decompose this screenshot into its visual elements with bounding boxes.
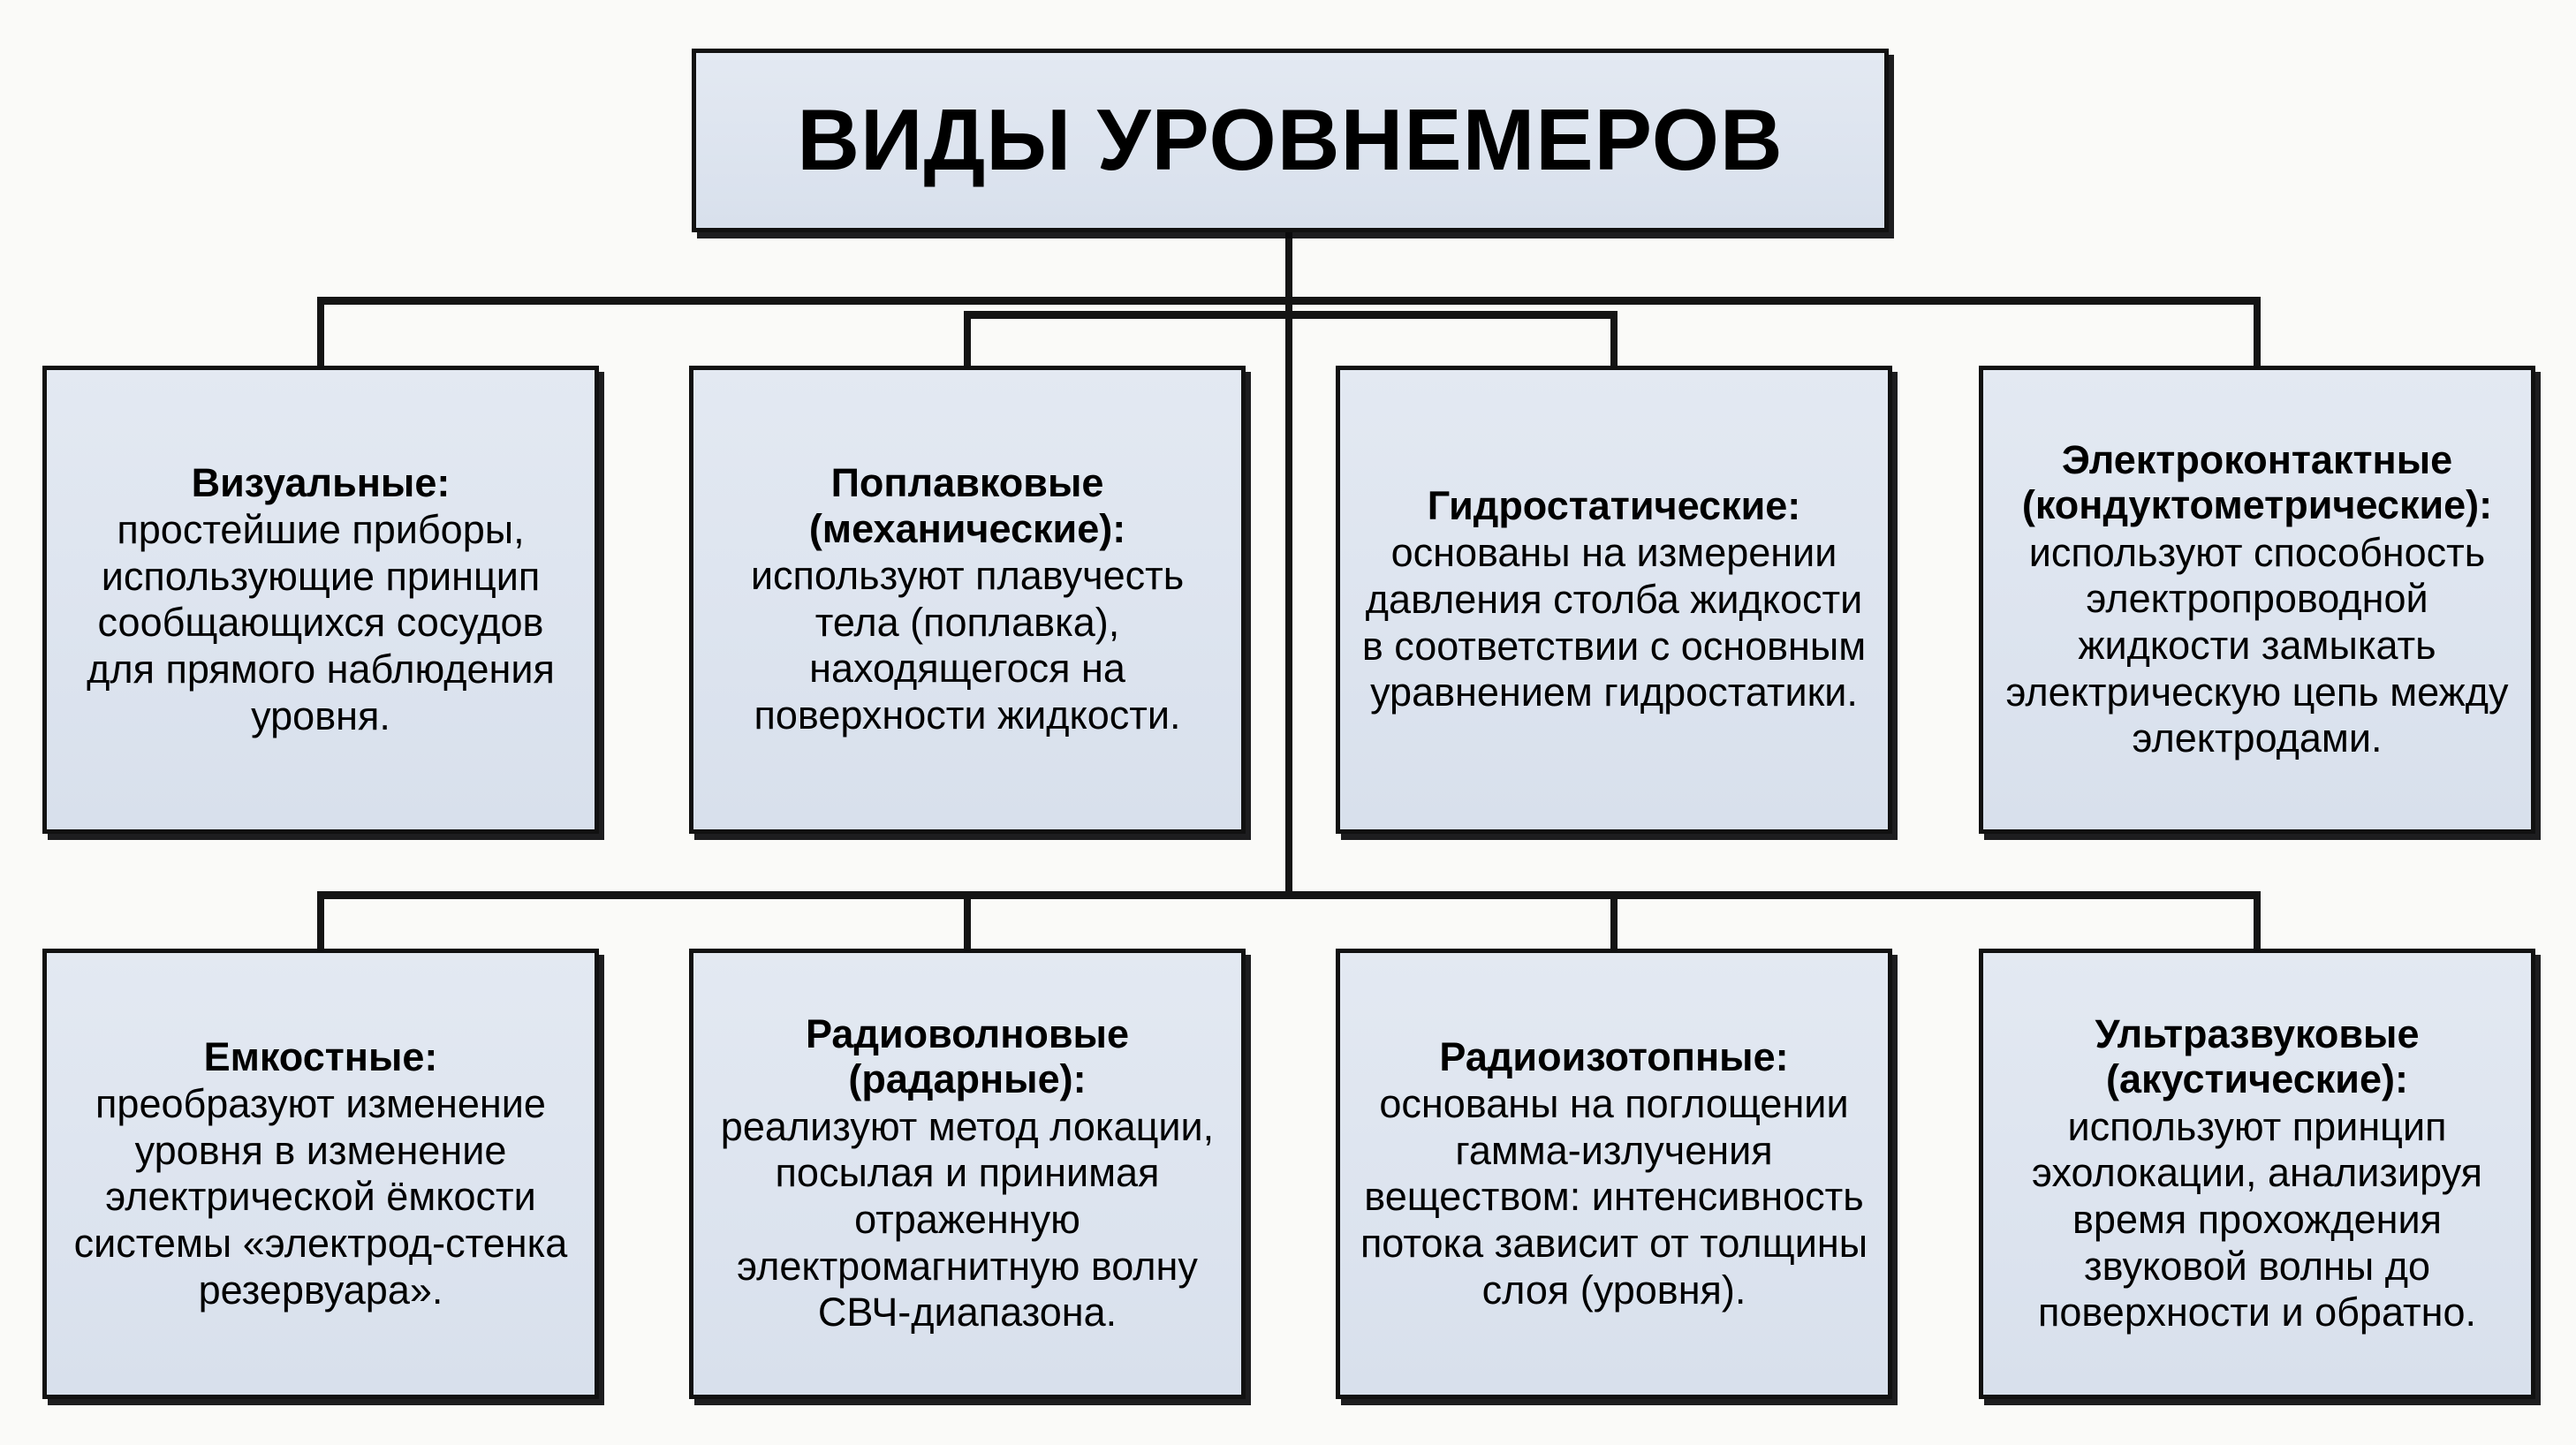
node-hydrostatic: Гидростатические: основаны на измерении … xyxy=(1336,366,1892,834)
node-visual: Визуальные: простейшие приборы, использу… xyxy=(42,366,599,834)
connector-row1-drop-3 xyxy=(1610,311,1618,369)
node-radar: Радиоволновые (радарные): реализуют мето… xyxy=(689,949,1246,1399)
node-ultrasonic-heading: Ультразвуковые (акустические): xyxy=(2095,1011,2420,1102)
node-float-body: используют плавучесть тела (поплавка), н… xyxy=(750,553,1185,738)
node-hydrostatic-body: основаны на измерении давления столба жи… xyxy=(1361,530,1867,715)
connector-row1-drop-1 xyxy=(317,297,324,369)
connector-row2-drop-1 xyxy=(317,891,324,953)
node-ultrasonic-body: используют принцип эхолокации, анализиру… xyxy=(2032,1103,2482,1335)
node-radar-heading: Радиоволновые (радарные): xyxy=(806,1011,1129,1102)
connector-row1-drop-2 xyxy=(964,311,971,369)
node-float-heading: Поплавковые (механические): xyxy=(808,460,1126,551)
connector-row2-drop-3 xyxy=(1610,891,1618,953)
node-radioisotope-heading: Радиоизотопные: xyxy=(1439,1033,1789,1079)
connector-row2-bar xyxy=(317,891,2261,899)
connector-row2-drop-4 xyxy=(2254,891,2261,953)
connector-row1-drop-4 xyxy=(2254,297,2261,369)
node-capacitive-body: преобразуют изменение уровня в изменение… xyxy=(73,1081,568,1313)
page-title: ВИДЫ УРОВНЕМЕРОВ xyxy=(797,91,1784,189)
node-ultrasonic: Ультразвуковые (акустические): использую… xyxy=(1979,949,2535,1399)
node-electrocontact-body: используют способность электропроводной … xyxy=(2005,529,2509,761)
node-radioisotope-body: основаны на поглощении гамма-излучения в… xyxy=(1360,1081,1868,1313)
node-visual-body: простейшие приборы, использующие принцип… xyxy=(87,507,555,738)
node-electrocontact: Электроконтактные (кондуктометрические):… xyxy=(1979,366,2535,834)
node-radioisotope: Радиоизотопные: основаны на поглощении г… xyxy=(1336,949,1892,1399)
diagram-title-node: ВИДЫ УРОВНЕМЕРОВ xyxy=(692,49,1889,232)
node-capacitive: Емкостные: преобразуют изменение уровня … xyxy=(42,949,599,1399)
node-hydrostatic-heading: Гидростатические: xyxy=(1427,483,1801,529)
node-float: Поплавковые (механические): используют п… xyxy=(689,366,1246,834)
node-visual-heading: Визуальные: xyxy=(191,459,451,505)
connector-trunk-vertical xyxy=(1285,232,1292,899)
node-electrocontact-heading: Электроконтактные (кондуктометрические): xyxy=(2021,437,2493,528)
node-radar-body: реализуют метод локации, посылая и прини… xyxy=(720,1103,1215,1335)
connector-row1-outer-bar xyxy=(317,297,2261,305)
connector-row2-drop-2 xyxy=(964,891,971,953)
node-capacitive-heading: Емкостные: xyxy=(203,1033,438,1079)
connector-row1-inner-bar xyxy=(964,311,1618,319)
